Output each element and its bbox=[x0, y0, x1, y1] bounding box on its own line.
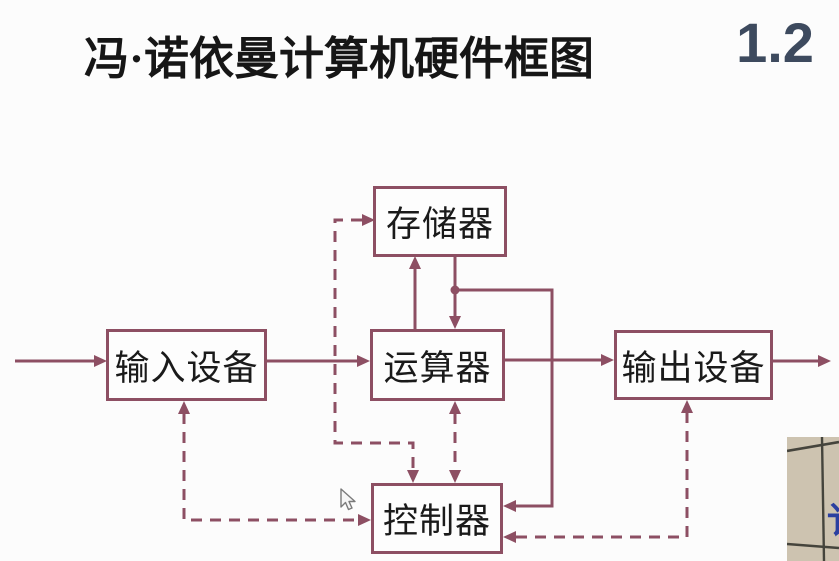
alu-box: 运算器 bbox=[370, 329, 505, 401]
arrowhead-into-alu-left bbox=[357, 355, 370, 367]
arrowhead-into-memory-bottom bbox=[409, 256, 421, 269]
edge-control-output-dashed bbox=[515, 412, 689, 539]
arrowhead-into-output-left bbox=[601, 354, 614, 366]
alu-label: 运算器 bbox=[383, 348, 492, 388]
arrowhead-into-memory-left bbox=[362, 214, 375, 226]
control-unit-label: 控制器 bbox=[382, 502, 491, 541]
arrowhead-into-alu-top bbox=[449, 316, 461, 329]
arrowhead-into-control-left bbox=[358, 514, 371, 526]
edge-memory-to-control bbox=[455, 288, 554, 508]
input-device-label: 输入设备 bbox=[114, 348, 259, 388]
output-device-box: 输出设备 bbox=[614, 330, 773, 400]
memory-label: 存储器 bbox=[385, 205, 494, 244]
arrowhead-into-control-top-left bbox=[407, 470, 419, 483]
arrowhead-into-input-bottom bbox=[178, 401, 190, 414]
arrowhead-into-control-top-right bbox=[449, 470, 461, 483]
arrowhead-into-control-right bbox=[503, 500, 516, 512]
grid-line-bottom bbox=[787, 542, 839, 550]
section-number: 1.2 bbox=[736, 11, 814, 74]
output-device-label: 输出设备 bbox=[621, 348, 766, 388]
arrowhead-into-control-right-dashed bbox=[503, 531, 516, 543]
grid-line-vertical bbox=[820, 437, 826, 561]
arrowhead-external-right bbox=[818, 355, 831, 367]
arrowhead-into-input bbox=[94, 355, 107, 367]
control-unit-box: 控制器 bbox=[371, 483, 503, 554]
input-device-box: 输入设备 bbox=[106, 329, 267, 401]
video-overlay-partial-char: 讠 bbox=[827, 501, 839, 541]
edge-control-input-dashed bbox=[182, 413, 359, 522]
arrowhead-into-alu-bottom bbox=[449, 401, 461, 414]
page-title: 冯·诺依曼计算机硬件框图 bbox=[84, 34, 595, 84]
video-overlay-bg bbox=[787, 437, 839, 561]
arrowhead-into-output-bottom bbox=[681, 400, 693, 413]
memory-box: 存储器 bbox=[373, 186, 507, 257]
video-overlay-art: 讠 bbox=[787, 437, 839, 561]
video-overlay-fragment: 讠 bbox=[787, 437, 839, 561]
mouse-cursor-icon bbox=[340, 488, 356, 511]
junction-dot bbox=[450, 285, 460, 295]
grid-line-top bbox=[787, 440, 839, 453]
edge-control-memory-dashed bbox=[333, 218, 415, 471]
